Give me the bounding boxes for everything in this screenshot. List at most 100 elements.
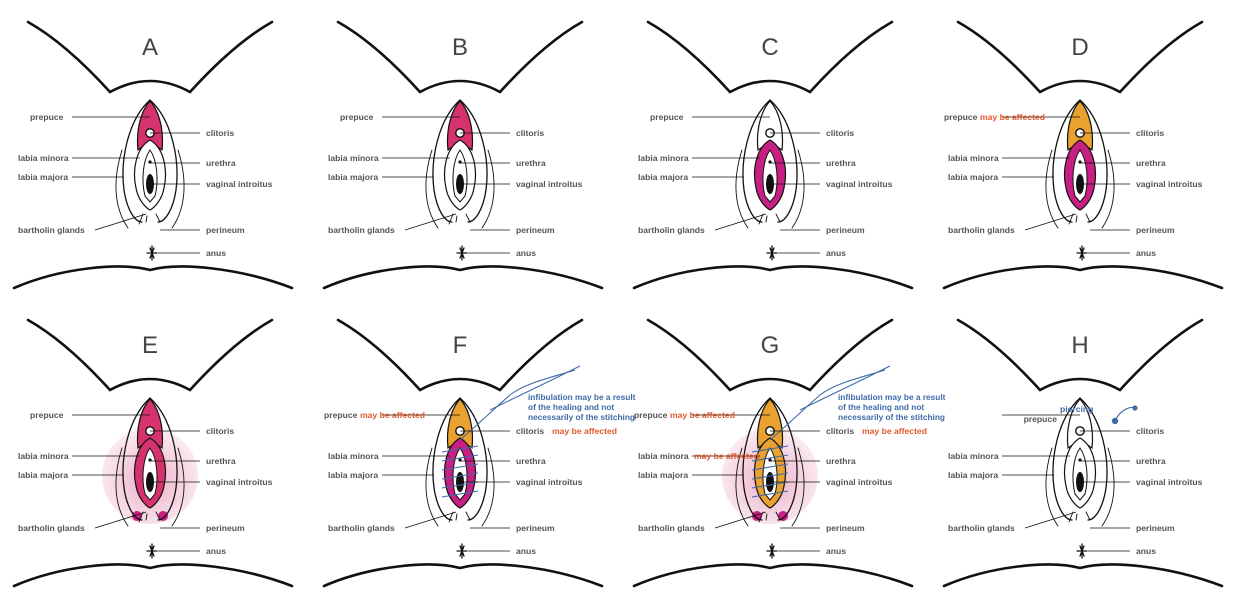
body-outline-lower (324, 267, 602, 288)
label-urethra: urethra (206, 456, 236, 466)
leader-line (405, 214, 456, 230)
label-vaginal-introitus: vaginal introitus (206, 179, 273, 189)
anus-mark (457, 246, 467, 260)
anus-mark (767, 544, 777, 558)
infibulation-note-line: of the healing and not (528, 402, 614, 412)
thigh-crease-left (426, 448, 438, 526)
label-vaginal-introitus: vaginal introitus (1136, 477, 1203, 487)
thigh-crease-right (482, 448, 494, 526)
label-urethra: urethra (826, 158, 856, 168)
label-piercing: piercing (1060, 404, 1093, 414)
label-prepuce-note: may be affected (980, 112, 1045, 122)
label-labia-majora: labia majora (948, 172, 998, 182)
label-perineum: perineum (826, 523, 865, 533)
infibulation-note-line: necessarily of the stitching (838, 412, 945, 422)
label-clitoris: clitoris (826, 426, 854, 436)
body-outline-lower (944, 565, 1222, 586)
label-labia-minora: labia minora (18, 153, 69, 163)
label-anus: anus (1136, 546, 1156, 556)
label-prepuce: prepuce (650, 112, 684, 122)
label-urethra: urethra (826, 456, 856, 466)
label-bartholin-glands: bartholin glands (18, 523, 85, 533)
panel-a: Aprepuceclitorislabia minoraurethralabia… (14, 22, 292, 288)
label-labia-minora: labia minora (638, 451, 689, 461)
infibulation-note-line: necessarily of the stitching (528, 412, 635, 422)
panel-letter: E (142, 332, 158, 359)
label-labia-majora: labia majora (948, 470, 998, 480)
panel-f: Fprepucemay be affectedclitorismay be af… (324, 320, 636, 586)
label-anus: anus (826, 546, 846, 556)
label-bartholin-glands: bartholin glands (328, 225, 395, 235)
label-prepuce: prepuce (1024, 414, 1058, 424)
infibulation-note-line: infibulation may be a result (528, 392, 636, 402)
label-prepuce: prepuce (30, 112, 64, 122)
label-prepuce: prepuce (944, 112, 978, 122)
thigh-crease-right (1102, 448, 1114, 526)
anus-mark (147, 544, 157, 558)
panel-b: Bprepuceclitorislabia minoraurethralabia… (324, 22, 602, 288)
label-anus: anus (1136, 248, 1156, 258)
thigh-crease-right (482, 150, 494, 228)
anus-mark (1077, 544, 1087, 558)
label-urethra: urethra (1136, 456, 1166, 466)
label-labia-majora: labia majora (328, 470, 378, 480)
label-labia-minora: labia minora (638, 153, 689, 163)
panel-letter: C (761, 34, 778, 61)
label-perineum: perineum (516, 225, 555, 235)
label-urethra: urethra (1136, 158, 1166, 168)
piercing-ring (1115, 408, 1135, 421)
panel-d: Dprepucemay be affectedclitorislabia min… (944, 22, 1222, 288)
label-perineum: perineum (826, 225, 865, 235)
thigh-crease-right (1102, 150, 1114, 228)
panel-letter: F (453, 332, 468, 359)
label-vaginal-introitus: vaginal introitus (516, 477, 583, 487)
label-clitoris-note: may be affected (552, 426, 617, 436)
anus-mark (147, 246, 157, 260)
label-labia-majora: labia majora (638, 470, 688, 480)
label-labia-minora: labia minora (328, 153, 379, 163)
label-labia-minora: labia minora (18, 451, 69, 461)
infibulation-note-line: of the healing and not (838, 402, 924, 412)
label-clitoris: clitoris (516, 128, 544, 138)
label-bartholin-glands: bartholin glands (18, 225, 85, 235)
label-labia-majora: labia majora (638, 172, 688, 182)
label-clitoris-note: may be affected (862, 426, 927, 436)
thigh-crease-right (792, 150, 804, 228)
label-labia-majora: labia majora (18, 172, 68, 182)
label-labia-majora: labia majora (328, 172, 378, 182)
label-perineum: perineum (1136, 523, 1175, 533)
label-vaginal-introitus: vaginal introitus (826, 477, 893, 487)
label-bartholin-glands: bartholin glands (948, 523, 1015, 533)
label-prepuce: prepuce (634, 410, 668, 420)
label-labia-minora: labia minora (328, 451, 379, 461)
panel-letter: D (1071, 34, 1088, 61)
label-bartholin-glands: bartholin glands (948, 225, 1015, 235)
thigh-crease-left (426, 150, 438, 228)
body-outline-lower (634, 565, 912, 586)
anus-mark (767, 246, 777, 260)
label-bartholin-glands: bartholin glands (638, 523, 705, 533)
label-anus: anus (516, 546, 536, 556)
body-outline-lower (14, 565, 292, 586)
leader-line (95, 214, 146, 230)
panel-letter: B (452, 34, 468, 61)
anus-mark (457, 544, 467, 558)
label-perineum: perineum (1136, 225, 1175, 235)
label-labia-minora-note: may be affected (694, 451, 759, 461)
leader-line (405, 512, 456, 528)
label-clitoris: clitoris (206, 128, 234, 138)
label-prepuce-note: may be affected (670, 410, 735, 420)
body-outline-lower (324, 565, 602, 586)
label-clitoris: clitoris (516, 426, 544, 436)
label-labia-minora: labia minora (948, 451, 999, 461)
label-anus: anus (826, 248, 846, 258)
label-prepuce: prepuce (324, 410, 358, 420)
body-outline-lower (14, 267, 292, 288)
label-anus: anus (206, 546, 226, 556)
panel-letter: H (1071, 332, 1088, 359)
label-labia-minora: labia minora (948, 153, 999, 163)
label-bartholin-glands: bartholin glands (638, 225, 705, 235)
label-vaginal-introitus: vaginal introitus (826, 179, 893, 189)
